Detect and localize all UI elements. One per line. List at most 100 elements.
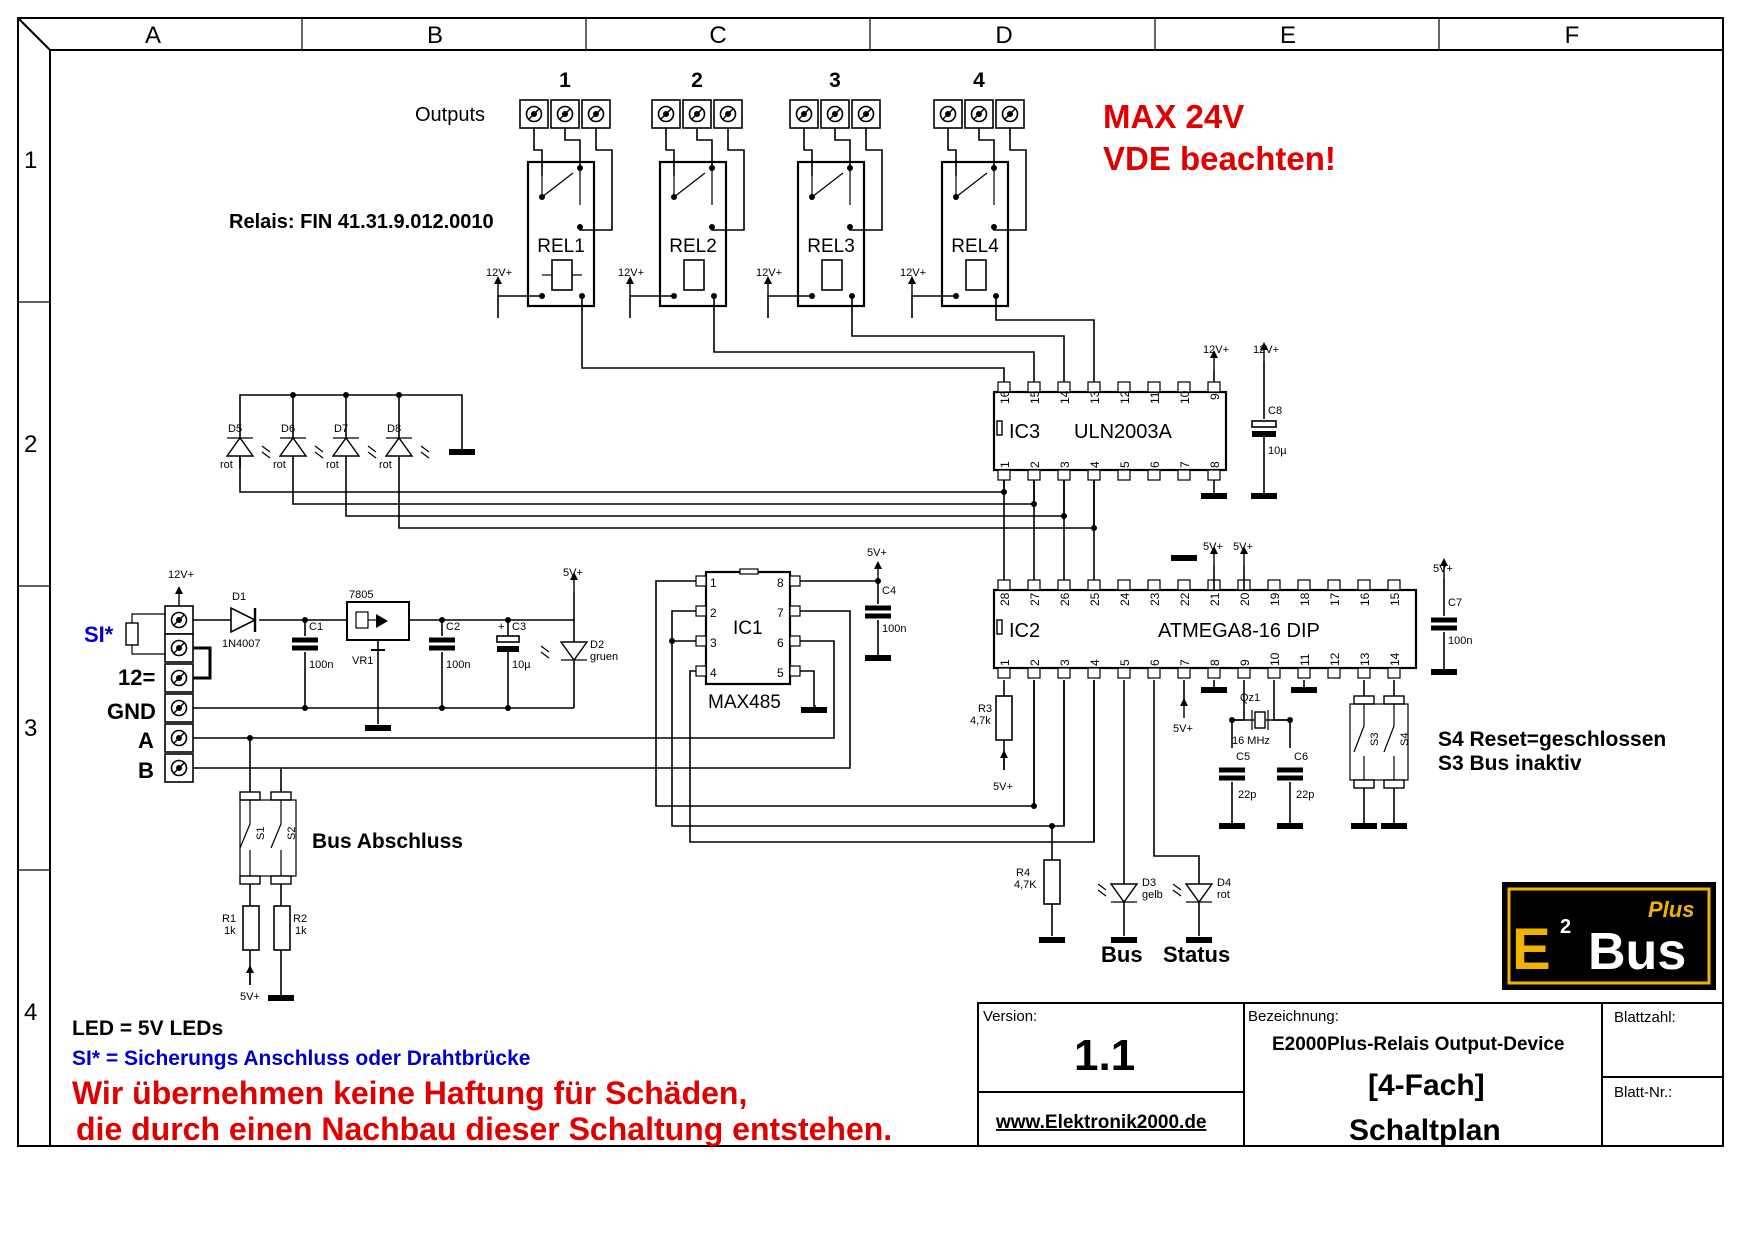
ic3-pin: 9 xyxy=(1208,393,1222,400)
svg-text:E2000Plus-Relais Output-Device: E2000Plus-Relais Output-Device xyxy=(1272,1034,1565,1055)
led-ref: D8 xyxy=(387,423,401,435)
ic2-pin-stub xyxy=(1387,667,1401,679)
svg-text:C7: C7 xyxy=(1448,597,1462,609)
c4-capacitor: 5V+ C4 100n xyxy=(865,547,906,661)
ic3-pin: 2 xyxy=(1028,461,1042,468)
ic2-pin-stub xyxy=(1207,667,1221,679)
bus-led-label: Bus xyxy=(1101,942,1143,967)
svg-text:E: E xyxy=(1512,917,1551,982)
ic2-pin: 6 xyxy=(1148,659,1162,666)
svg-text:D3: D3 xyxy=(1142,877,1156,889)
ic2-pin: 22 xyxy=(1178,592,1192,606)
si-note: SI* = Sicherungs Anschluss oder Drahtbrü… xyxy=(72,1047,530,1070)
ic2-pin-stub xyxy=(1177,667,1191,679)
svg-text:2: 2 xyxy=(1560,916,1571,938)
svg-text:C6: C6 xyxy=(1294,751,1308,763)
e2bus-logo: E 2 Bus Plus xyxy=(1502,882,1716,990)
led-ref: D5 xyxy=(228,423,242,435)
output-number: 1 xyxy=(559,69,571,92)
relay-supply: 12V+ 12V+ 12V+ 12V+ xyxy=(486,267,956,318)
ic2-pin: 26 xyxy=(1058,592,1072,606)
connector-labels: SI* 12= GND A B xyxy=(84,622,156,783)
bus-termination: S1 S2 R1 1k R2 1k 5V+ xyxy=(222,735,307,1003)
svg-text:22p: 22p xyxy=(1238,789,1256,801)
ic3-uln2003a: 16 15 14 13 12 11 10 9 1 2 3 4 5 6 7 8 I… xyxy=(992,381,1228,481)
supply-label: 12V+ xyxy=(486,267,512,279)
svg-text:1k: 1k xyxy=(224,925,236,937)
svg-text:gruen: gruen xyxy=(590,651,618,663)
max-voltage-warning: MAX 24V VDE beachten! xyxy=(1103,98,1336,177)
ic2-pin-stub xyxy=(1327,579,1341,591)
svg-text:C4: C4 xyxy=(882,585,896,597)
supply-label: 12V+ xyxy=(900,267,926,279)
svg-text:C2: C2 xyxy=(446,621,460,633)
ic2-pin-stub xyxy=(997,667,1011,679)
svg-text:S2: S2 xyxy=(286,827,298,840)
ic1-part: MAX485 xyxy=(708,692,781,713)
svg-text:7805: 7805 xyxy=(349,589,373,601)
ic3-pin: 5 xyxy=(1118,461,1132,468)
disclaimer-line-1: Wir übernehmen keine Haftung für Schäden… xyxy=(72,1075,747,1111)
svg-text:www.Elektronik2000.de: www.Elektronik2000.de xyxy=(995,1112,1207,1133)
ic3-ref: IC3 xyxy=(1009,421,1040,443)
ic2-pin: 24 xyxy=(1118,592,1132,606)
ic2-pin: 5 xyxy=(1118,659,1132,666)
svg-text:5V+: 5V+ xyxy=(1433,563,1453,575)
svg-text:5V+: 5V+ xyxy=(563,567,583,579)
svg-text:Version:: Version: xyxy=(983,1008,1037,1025)
relay-1 xyxy=(526,128,613,308)
ic3-pin: 8 xyxy=(1208,461,1222,468)
led-labels: D5 D6 D7 D8 rot rot rot rot xyxy=(220,423,401,471)
svg-text:22p: 22p xyxy=(1296,789,1314,801)
ic3-pin: 16 xyxy=(998,390,1012,404)
supply-label: 12V+ xyxy=(756,267,782,279)
svg-text:Qz1: Qz1 xyxy=(1240,692,1260,704)
ic1-pin: 1 xyxy=(710,576,717,590)
row-labels: 1 2 3 4 xyxy=(24,147,37,1026)
svg-text:gelb: gelb xyxy=(1142,889,1163,901)
ic2-pin-stub xyxy=(1237,667,1251,679)
notes: LED = 5V LEDs SI* = Sicherungs Anschluss… xyxy=(72,1017,892,1147)
svg-text:C5: C5 xyxy=(1236,751,1250,763)
ic3-pin: 3 xyxy=(1058,461,1072,468)
ic2-pin: 11 xyxy=(1298,653,1312,666)
svg-text:Schaltplan: Schaltplan xyxy=(1349,1114,1501,1147)
ic2-pin-stub xyxy=(1297,579,1311,591)
column-label: F xyxy=(1565,22,1580,49)
ic1-pin: 4 xyxy=(710,666,717,680)
svg-text:R4: R4 xyxy=(1016,867,1030,879)
svg-text:1.1: 1.1 xyxy=(1074,1031,1135,1080)
ic2-pin-stub xyxy=(1027,579,1041,591)
column-label: B xyxy=(427,22,443,49)
output-number: 2 xyxy=(691,69,703,92)
column-label: E xyxy=(1280,22,1296,49)
svg-text:5V+: 5V+ xyxy=(240,991,260,1003)
ic3-pin: 11 xyxy=(1148,391,1162,404)
title-block-text: Version: 1.1 www.Elektronik2000.de Bezei… xyxy=(983,1008,1676,1147)
svg-text:100n: 100n xyxy=(446,659,470,671)
svg-text:Bus: Bus xyxy=(1588,923,1686,981)
ic2-pin-stub xyxy=(1057,667,1071,679)
ic2-pin: 18 xyxy=(1298,592,1312,606)
svg-text:S3 Bus inaktiv: S3 Bus inaktiv xyxy=(1438,752,1582,775)
ic2-pin: 17 xyxy=(1328,592,1342,606)
svg-text:[4-Fach]: [4-Fach] xyxy=(1368,1069,1485,1102)
svg-text:rot: rot xyxy=(220,459,233,471)
ic2-pin-stub xyxy=(1027,667,1041,679)
ic2-pin: 19 xyxy=(1268,592,1282,606)
svg-text:rot: rot xyxy=(273,459,286,471)
ic2-pin-stub xyxy=(1297,667,1311,679)
ic1-ref: IC1 xyxy=(733,618,763,639)
ic2-pin: 23 xyxy=(1148,592,1162,606)
drawing-frame xyxy=(17,17,1724,1147)
svg-text:16 MHz: 16 MHz xyxy=(1232,735,1270,747)
si-label: SI* xyxy=(84,622,114,647)
ic3-pin: 13 xyxy=(1088,390,1102,404)
led-ref: D7 xyxy=(334,423,348,435)
svg-text:VDE beachten!: VDE beachten! xyxy=(1103,140,1336,177)
svg-text:C3: C3 xyxy=(512,621,526,633)
svg-text:1N4007: 1N4007 xyxy=(222,638,261,650)
column-label: D xyxy=(995,22,1012,49)
ic2-pin-stub xyxy=(1117,579,1131,591)
